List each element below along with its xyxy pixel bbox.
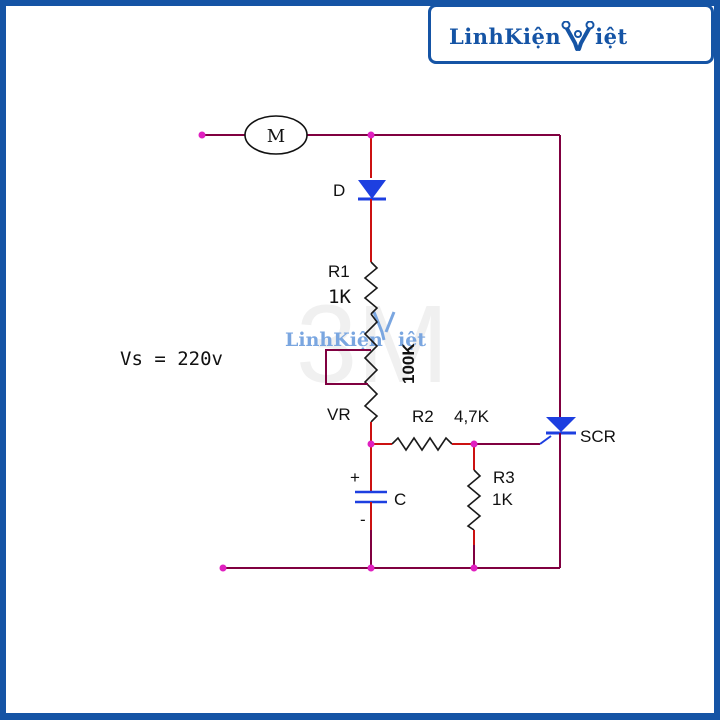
- r1-resistor: [363, 261, 379, 315]
- motor-symbol: [244, 115, 308, 155]
- node-top-left: [198, 131, 206, 139]
- brand-logo: LinhKiện iệt: [428, 4, 714, 64]
- diode-symbol: [358, 180, 386, 199]
- scr-label: SCR: [580, 427, 616, 446]
- cap-minus: -: [360, 510, 366, 529]
- watermark-text: LinhKiện: [285, 329, 383, 351]
- node-bottom-r3: [470, 564, 478, 572]
- cap-plus: +: [350, 468, 360, 487]
- r3-value: 1K: [492, 490, 513, 509]
- r1-value: 1K: [328, 286, 351, 308]
- logo-v-icon: [561, 20, 595, 51]
- watermark-suffix: iệt: [398, 329, 426, 351]
- node-bottom-left: [219, 564, 227, 572]
- node-vr-junction: [367, 440, 375, 448]
- r3-resistor: [466, 469, 482, 531]
- scr-symbol: [546, 417, 576, 432]
- motor-label: M: [267, 126, 285, 147]
- brand-suffix: iệt: [595, 24, 628, 49]
- vr-resistor: [363, 313, 379, 423]
- diode-label: D: [333, 181, 345, 200]
- r2-resistor: [391, 436, 453, 452]
- node-r2-junction: [470, 440, 478, 448]
- node-top-junction: [367, 131, 375, 139]
- brand-text: LinhKiện: [449, 24, 562, 49]
- source-voltage-label: Vs = 220v: [120, 348, 223, 370]
- watermark-logo: LinhKiện iệt: [285, 311, 426, 351]
- r2-value: 4,7K: [454, 407, 490, 426]
- r3-name: R3: [493, 468, 515, 487]
- scr-gate: [539, 435, 552, 445]
- diagram-frame: [6, 6, 714, 713]
- brand-name: LinhKiện iệt: [449, 20, 628, 51]
- r2-name: R2: [412, 407, 434, 426]
- vr-value: 100K: [399, 343, 418, 384]
- vr-wiper-wire: [325, 349, 371, 385]
- r1-name: R1: [328, 262, 350, 281]
- vr-name: VR: [327, 405, 351, 424]
- node-bottom-cap: [367, 564, 375, 572]
- watermark-v-icon: [372, 311, 396, 341]
- cap-name: C: [394, 490, 406, 509]
